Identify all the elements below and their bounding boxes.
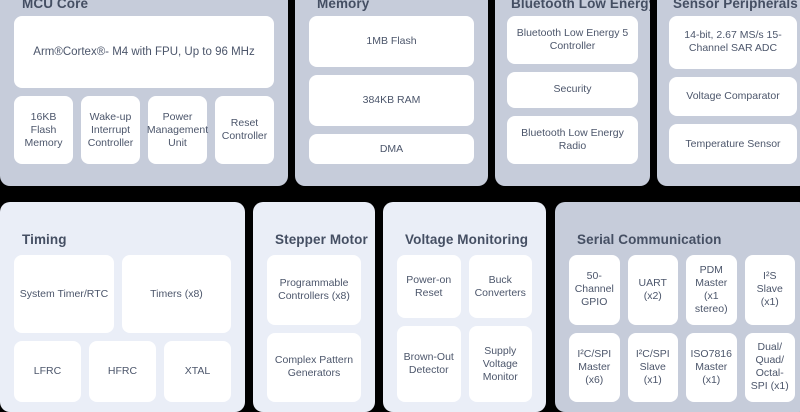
- block-dma: DMA: [309, 134, 474, 164]
- block-lfrc: LFRC: [14, 341, 81, 402]
- panel-title-serial: Serial Communication: [577, 232, 722, 247]
- block-row: 16KB Flash Memory Wake-up Interrupt Cont…: [14, 96, 274, 164]
- block-gpio: 50-Channel GPIO: [569, 255, 620, 325]
- panel-bluetooth-low-energy: Bluetooth Low Energy Bluetooth Low Energ…: [495, 0, 650, 186]
- panel-mcu-core: MCU Core Arm®Cortex®- M4 with FPU, Up to…: [0, 0, 288, 186]
- block-row: Power-on Reset Buck Converters: [397, 255, 532, 318]
- block-row: Arm®Cortex®- M4 with FPU, Up to 96 MHz: [14, 16, 274, 88]
- block-i2c-spi-master: I²C/SPI Master (x6): [569, 332, 620, 402]
- block-power-on-reset: Power-on Reset: [397, 255, 461, 318]
- block-row: Complex Pattern Generators: [267, 332, 361, 402]
- block-ble5-controller: Bluetooth Low Energy 5 Controller: [507, 16, 638, 65]
- panel-title-stepper: Stepper Motor: [275, 232, 368, 247]
- block-ble-radio: Bluetooth Low Energy Radio: [507, 115, 638, 164]
- block-temperature-sensor: Temperature Sensor: [669, 124, 797, 165]
- block-row: LFRC HFRC XTAL: [14, 341, 231, 402]
- block-programmable-controllers: Programmable Controllers (x8): [267, 255, 361, 325]
- block-timers: Timers (x8): [121, 255, 231, 333]
- block-1mb-flash: 1MB Flash: [309, 16, 474, 67]
- block-wakeup-interrupt-controller: Wake-up Interrupt Controller: [81, 96, 140, 164]
- panel-body-timing: System Timer/RTC Timers (x8) LFRC HFRC X…: [14, 255, 231, 402]
- block-i2s-slave: I²S Slave (x1): [744, 255, 795, 325]
- block-row: System Timer/RTC Timers (x8): [14, 255, 231, 333]
- block-security: Security: [507, 72, 638, 108]
- block-row: I²C/SPI Master (x6) I²C/SPI Slave (x1) I…: [569, 332, 795, 402]
- block-row: Brown-Out Detector Supply Voltage Monito…: [397, 326, 532, 402]
- panel-title-bluetooth: Bluetooth Low Energy: [511, 0, 650, 11]
- block-multi-spi: Dual/ Quad/ Octal- SPI (x1): [744, 332, 795, 402]
- block-row: Bluetooth Low Energy Radio: [507, 115, 638, 164]
- block-xtal: XTAL: [164, 341, 231, 402]
- block-power-management-unit: Power Management Unit: [147, 96, 208, 164]
- block-row: Bluetooth Low Energy 5 Controller: [507, 16, 638, 65]
- panel-voltage-monitoring: Voltage Monitoring Power-on Reset Buck C…: [383, 202, 546, 412]
- block-hfrc: HFRC: [89, 341, 156, 402]
- panel-body-bluetooth: Bluetooth Low Energy 5 Controller Securi…: [507, 16, 638, 164]
- panel-title-sensor: Sensor Peripherals: [673, 0, 798, 11]
- block-flash-memory: 16KB Flash Memory: [14, 96, 73, 164]
- block-row: Voltage Comparator: [669, 76, 797, 117]
- block-arm-cortex-m4: Arm®Cortex®- M4 with FPU, Up to 96 MHz: [14, 16, 274, 88]
- panel-title-mcu-core: MCU Core: [22, 0, 89, 11]
- block-buck-converters: Buck Converters: [468, 255, 532, 318]
- block-voltage-comparator: Voltage Comparator: [669, 76, 797, 117]
- panel-title-memory: Memory: [317, 0, 370, 11]
- panel-timing: Timing System Timer/RTC Timers (x8) LFRC…: [0, 202, 245, 412]
- panel-body-serial: 50-Channel GPIO UART (x2) PDM Master (x1…: [569, 255, 795, 402]
- block-reset-controller: Reset Controller: [215, 96, 274, 164]
- panel-title-voltage: Voltage Monitoring: [405, 232, 529, 247]
- block-row: 14-bit, 2.67 MS/s 15-Channel SAR ADC: [669, 16, 797, 69]
- block-row: 50-Channel GPIO UART (x2) PDM Master (x1…: [569, 255, 795, 325]
- block-row: Programmable Controllers (x8): [267, 255, 361, 325]
- block-row: Security: [507, 72, 638, 108]
- block-row: 384KB RAM: [309, 75, 474, 126]
- block-384kb-ram: 384KB RAM: [309, 75, 474, 126]
- panel-body-stepper: Programmable Controllers (x8) Complex Pa…: [267, 255, 361, 402]
- panel-body-memory: 1MB Flash 384KB RAM DMA: [309, 16, 474, 164]
- block-pdm-master: PDM Master (x1 stereo): [686, 255, 737, 325]
- block-complex-pattern-generators: Complex Pattern Generators: [267, 332, 361, 402]
- block-sar-adc: 14-bit, 2.67 MS/s 15-Channel SAR ADC: [669, 16, 797, 69]
- block-iso7816-master: ISO7816 Master (x1): [686, 332, 737, 402]
- panel-memory: Memory 1MB Flash 384KB RAM DMA: [295, 0, 488, 186]
- block-row: DMA: [309, 134, 474, 164]
- block-uart: UART (x2): [627, 255, 678, 325]
- block-brown-out-detector: Brown-Out Detector: [397, 326, 461, 402]
- panel-sensor-peripherals: Sensor Peripherals 14-bit, 2.67 MS/s 15-…: [657, 0, 800, 186]
- panel-stepper-motor: Stepper Motor Programmable Controllers (…: [253, 202, 375, 412]
- block-supply-voltage-monitor: Supply Voltage Monitor: [468, 326, 532, 402]
- block-system-timer-rtc: System Timer/RTC: [14, 255, 114, 333]
- block-row: Temperature Sensor: [669, 124, 797, 165]
- block-row: 1MB Flash: [309, 16, 474, 67]
- panel-body-mcu-core: Arm®Cortex®- M4 with FPU, Up to 96 MHz 1…: [14, 16, 274, 164]
- panel-body-sensor: 14-bit, 2.67 MS/s 15-Channel SAR ADC Vol…: [669, 16, 797, 165]
- block-i2c-spi-slave: I²C/SPI Slave (x1): [627, 332, 678, 402]
- panel-body-voltage: Power-on Reset Buck Converters Brown-Out…: [397, 255, 532, 402]
- panel-serial-communication: Serial Communication 50-Channel GPIO UAR…: [555, 202, 800, 412]
- panel-title-timing: Timing: [22, 232, 67, 247]
